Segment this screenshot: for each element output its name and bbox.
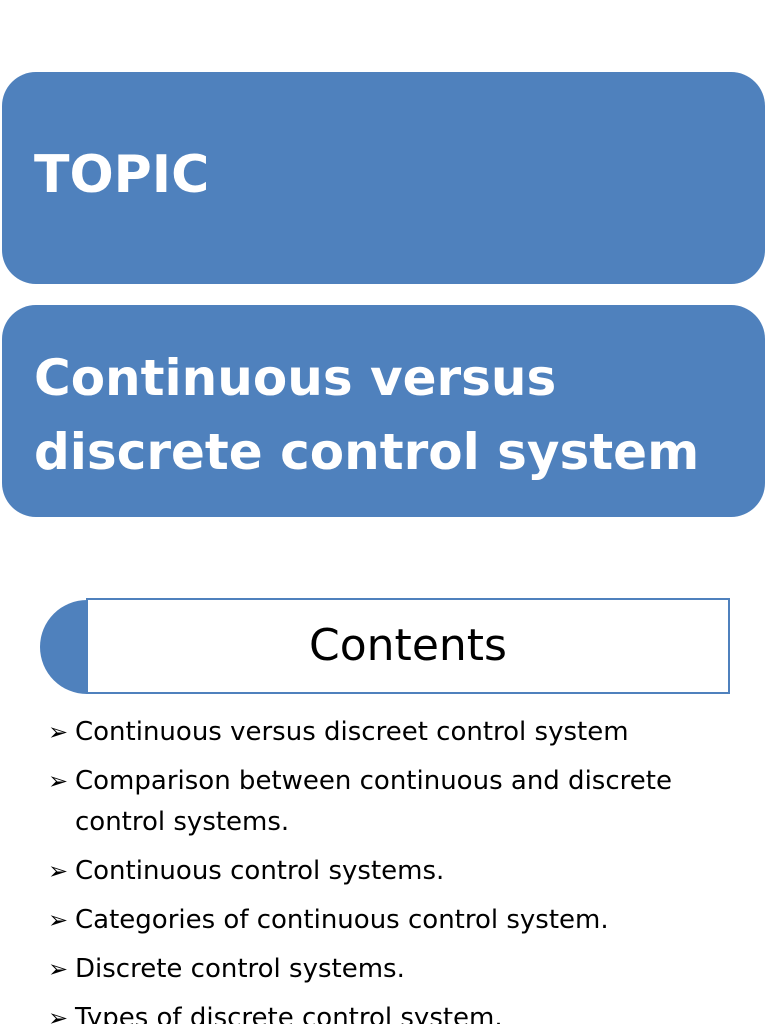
list-item: ➢ Discrete control systems. [48,949,748,990]
arrowhead-bullet-icon: ➢ [48,906,69,934]
arrowhead-bullet-icon: ➢ [48,1004,69,1024]
topic-title: TOPIC [34,145,210,205]
list-item: ➢ Continuous control systems. [48,851,748,892]
arrowhead-bullet-icon: ➢ [48,718,69,746]
topic-box: TOPIC [2,72,765,284]
arrowhead-bullet-icon: ➢ [48,955,69,983]
subject-box: Continuous versus discrete control syste… [2,305,765,517]
list-item-text: Comparison between continuous and discre… [75,766,672,837]
list-item: ➢ Categories of continuous control syste… [48,900,748,941]
list-item-text: Types of discrete control system. [75,1003,503,1024]
contents-list: ➢ Continuous versus discreet control sys… [48,712,748,1024]
list-item-text: Continuous versus discreet control syste… [75,717,629,747]
arrowhead-bullet-icon: ➢ [48,857,69,885]
list-item-text: Categories of continuous control system. [75,905,609,935]
contents-header-box: Contents [86,598,730,694]
list-item: ➢ Comparison between continuous and disc… [48,761,748,843]
list-item-text: Discrete control systems. [75,954,405,984]
arrowhead-bullet-icon: ➢ [48,767,69,795]
subject-title: Continuous versus discrete control syste… [34,349,700,481]
list-item-text: Continuous control systems. [75,856,445,886]
contents-title: Contents [309,620,507,671]
list-item: ➢ Continuous versus discreet control sys… [48,712,748,753]
list-item: ➢ Types of discrete control system. [48,998,748,1024]
